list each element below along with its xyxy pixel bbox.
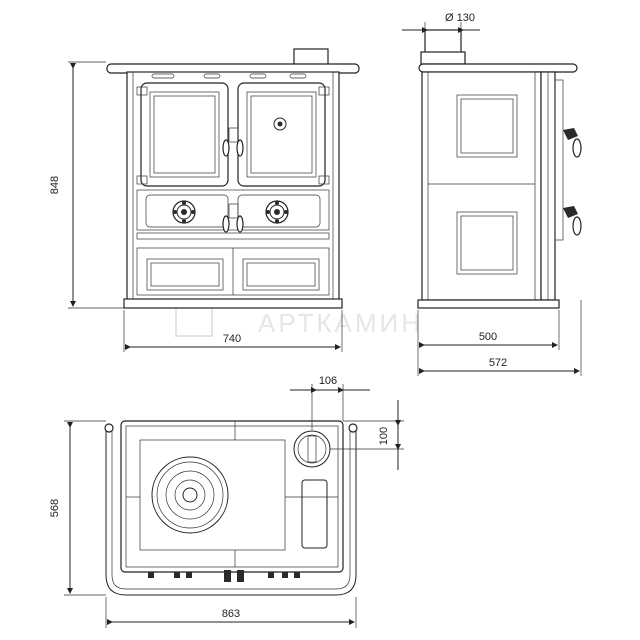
- top-flue-offset-y-label: 100: [378, 427, 390, 445]
- top-depth-dimension: 568: [49, 420, 106, 596]
- side-lower-panel: [456, 211, 518, 275]
- front-height-dimension: 848: [49, 61, 124, 309]
- top-vent-slot: [301, 479, 328, 549]
- thermometer-icon: [273, 117, 287, 131]
- side-depth-total-label: 572: [489, 357, 507, 369]
- side-depth-body-label: 500: [479, 331, 497, 343]
- watermark-logo: АРТКАМИН: [175, 305, 423, 338]
- front-height-label: 848: [49, 176, 61, 194]
- top-width-label: 863: [222, 608, 240, 620]
- watermark-text: АРТКАМИН: [258, 308, 423, 338]
- front-width-dimension: 740: [123, 310, 343, 352]
- front-view: 848 740: [49, 48, 360, 352]
- top-flue-offset-x-label: 106: [319, 375, 337, 387]
- top-flue-offset-y-dimension: 100: [330, 400, 404, 470]
- left-air-regulator-icon: [172, 200, 196, 224]
- flue-diameter-dimension: Ø 130: [402, 12, 480, 33]
- side-depth-body-dimension: 500: [417, 310, 560, 376]
- side-top-plate: [418, 63, 578, 73]
- front-drawers: [136, 247, 330, 296]
- top-towel-rail: [105, 430, 357, 596]
- side-base: [417, 299, 560, 309]
- top-front-knobs: [148, 570, 300, 582]
- side-handles: [563, 128, 582, 236]
- side-body: [421, 71, 542, 301]
- side-view: Ø 130 500 572: [402, 12, 582, 376]
- flue-diameter-label: Ø 130: [445, 12, 475, 24]
- front-right-upper-door: [237, 82, 330, 187]
- hotplate-rings-icon: [151, 456, 229, 534]
- top-view: 106 100 568 863: [49, 375, 404, 628]
- front-base: [123, 298, 343, 309]
- top-flue-offset-x-dimension: 106: [290, 375, 370, 430]
- top-cooking-plate: [139, 439, 286, 551]
- front-middle-panel: [136, 189, 330, 240]
- top-body: [120, 420, 344, 573]
- front-left-upper-door: [136, 82, 229, 187]
- top-width-dimension: 863: [105, 597, 357, 628]
- right-air-regulator-icon: [265, 200, 289, 224]
- front-width-label: 740: [223, 333, 241, 345]
- side-upper-panel: [456, 94, 518, 158]
- side-depth-total-dimension: 572: [419, 300, 582, 376]
- top-depth-label: 568: [49, 499, 61, 517]
- front-door-handles: [222, 127, 244, 157]
